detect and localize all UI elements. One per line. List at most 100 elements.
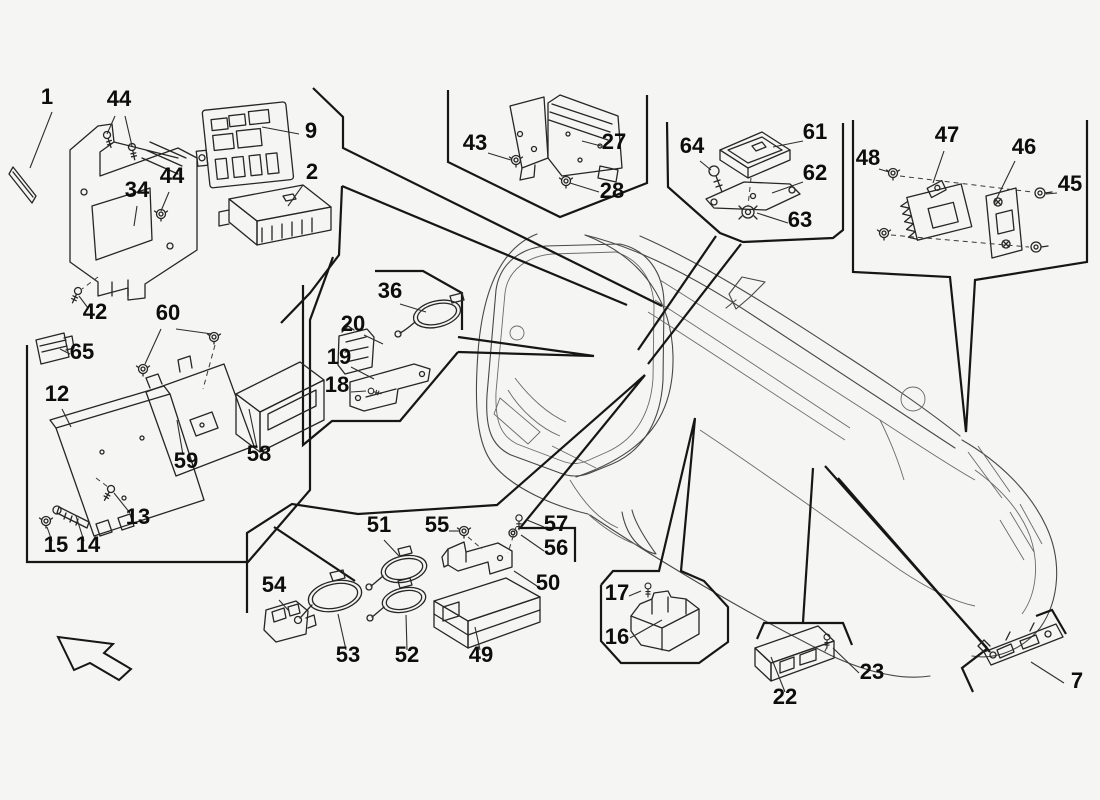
leader-line-part-19 — [350, 366, 375, 380]
part-number-label-23[interactable]: 23 — [860, 659, 884, 684]
bolt-14 — [52, 505, 90, 529]
part-number-label-61[interactable]: 61 — [803, 119, 827, 144]
part-number-label-15[interactable]: 15 — [44, 532, 68, 557]
part-number-label-54[interactable]: 54 — [262, 572, 287, 597]
part-number-label-18[interactable]: 18 — [325, 372, 349, 397]
part-number-label-2[interactable]: 2 — [306, 159, 318, 184]
part-number-label-1[interactable]: 1 — [41, 84, 53, 109]
leader-line-part-56 — [520, 534, 545, 552]
direction-arrow-icon — [56, 635, 133, 682]
leader-line-part-57 — [526, 519, 545, 528]
callout-box-antenna-top — [375, 269, 464, 330]
part-1-drawing — [8, 166, 37, 204]
leader-line-part-36 — [399, 303, 427, 313]
part-number-label-49[interactable]: 49 — [469, 642, 493, 667]
leader-line-part-7 — [1030, 661, 1065, 684]
leader-line-part-59 — [176, 419, 184, 456]
part-number-label-51[interactable]: 51 — [367, 512, 391, 537]
part-number-label-53[interactable]: 53 — [336, 642, 360, 667]
leader-line-part-15 — [46, 526, 53, 542]
part-number-label-12[interactable]: 12 — [45, 381, 69, 406]
part-9-drawing — [195, 101, 295, 189]
part-47-drawing — [900, 179, 973, 241]
part-50-drawing — [441, 541, 513, 575]
bolt-64 — [708, 165, 723, 193]
leader-line-part-62 — [771, 181, 804, 194]
callout-module7-corner-left — [960, 647, 989, 693]
part-58-drawing — [235, 361, 325, 453]
leader-line-part-47 — [932, 150, 945, 184]
part-number-label-9[interactable]: 9 — [305, 118, 317, 143]
screw-44-b — [127, 142, 139, 162]
part-number-label-16[interactable]: 16 — [605, 624, 629, 649]
part-number-label-56[interactable]: 56 — [544, 535, 568, 560]
part-number-label-63[interactable]: 63 — [788, 207, 812, 232]
dashed-61-62-63 — [747, 177, 752, 207]
part-number-label-64[interactable]: 64 — [680, 133, 705, 158]
part-number-label-44[interactable]: 44 — [107, 86, 132, 111]
part-number-label-57[interactable]: 57 — [544, 511, 568, 536]
screw-13 — [100, 483, 117, 503]
part-drawings — [8, 94, 1064, 682]
part-number-label-55[interactable]: 55 — [425, 512, 449, 537]
part-number-label-42[interactable]: 42 — [83, 299, 107, 324]
part-number-label-20[interactable]: 20 — [341, 311, 365, 336]
part-number-label-58[interactable]: 58 — [247, 441, 271, 466]
car-window-top-line — [639, 235, 961, 437]
part-number-label-47[interactable]: 47 — [935, 122, 959, 147]
part-61-drawing — [719, 131, 791, 179]
car-sill-line — [589, 514, 931, 678]
part-number-label-45[interactable]: 45 — [1058, 171, 1082, 196]
leader-line-part-34 — [133, 205, 138, 227]
callout-antenna-wedge — [457, 335, 595, 358]
car-beltline — [659, 279, 976, 481]
part-number-label-44[interactable]: 44 — [160, 163, 185, 188]
dashed-48-row-upper — [899, 175, 1033, 193]
part-number-label-14[interactable]: 14 — [76, 532, 101, 557]
callout-topleft-pointer-b — [341, 184, 628, 307]
part-number-label-65[interactable]: 65 — [70, 339, 94, 364]
part-number-label-7[interactable]: 7 — [1071, 668, 1083, 693]
car-front-fender-edge — [475, 233, 589, 515]
part-20-drawing — [337, 325, 375, 375]
leader-line-part-44 — [160, 191, 170, 212]
part-number-label-46[interactable]: 46 — [1012, 134, 1036, 159]
callout-module7-corner-right — [1035, 608, 1067, 635]
part-number-label-34[interactable]: 34 — [125, 177, 150, 202]
leader-line-part-1 — [29, 111, 53, 169]
car-rear-fascia — [961, 439, 1058, 658]
car-roof-shoulder-line — [584, 234, 956, 449]
callout-box-bracket27 — [446, 90, 649, 219]
part-number-label-48[interactable]: 48 — [856, 145, 880, 170]
car-interior-shadow-shape — [493, 397, 541, 445]
part-number-label-19[interactable]: 19 — [327, 344, 351, 369]
screw-42 — [68, 285, 84, 305]
part-number-label-62[interactable]: 62 — [803, 160, 827, 185]
part-52-drawing — [366, 577, 427, 622]
part-22-drawing — [754, 625, 835, 682]
part-number-label-50[interactable]: 50 — [536, 570, 560, 595]
leader-line-part-46 — [993, 160, 1016, 205]
leader-line-part-13 — [113, 492, 131, 514]
callout-frames — [25, 87, 1089, 693]
callout-box-cables-group — [245, 374, 646, 613]
leader-line-part-43 — [487, 152, 512, 161]
leader-line-part-60 — [144, 328, 162, 365]
part-number-label-27[interactable]: 27 — [602, 129, 626, 154]
callout-bracket-module22 — [755, 621, 854, 646]
part-number-label-28[interactable]: 28 — [600, 178, 624, 203]
car-hood-frame-inner — [495, 251, 655, 464]
part-number-label-52[interactable]: 52 — [395, 642, 419, 667]
part-number-label-36[interactable]: 36 — [378, 278, 402, 303]
part-12-drawing — [49, 385, 205, 537]
part-number-label-43[interactable]: 43 — [463, 130, 487, 155]
part-number-label-59[interactable]: 59 — [174, 448, 198, 473]
leader-line-part-58 — [248, 408, 258, 449]
part-7-drawing — [977, 622, 1064, 666]
part-number-label-17[interactable]: 17 — [605, 580, 629, 605]
part-number-label-22[interactable]: 22 — [773, 684, 797, 709]
leader-line-part-44 — [124, 115, 133, 147]
part-number-label-13[interactable]: 13 — [126, 504, 150, 529]
dashed-23-to-22 — [822, 646, 828, 656]
part-number-label-60[interactable]: 60 — [156, 300, 180, 325]
